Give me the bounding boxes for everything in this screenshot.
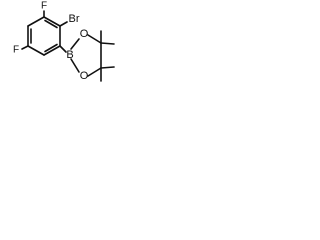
bond-ring-double-3 — [44, 43, 58, 53]
bond-ring-4 — [43, 45, 61, 56]
bond-ring-1 — [27, 16, 45, 27]
bond-ring-5 — [27, 45, 45, 56]
atom-b: B — [66, 49, 73, 61]
methyl-top-right — [100, 42, 115, 45]
bond-b-o-bottom — [70, 58, 80, 73]
atom-br: Br — [69, 13, 80, 25]
structure-svg: F Br F B O O — [13, 1, 115, 82]
bond-o-bottom-c-bottom — [87, 67, 102, 77]
bond-to-f-left — [21, 45, 29, 50]
bond-ring-2 — [43, 16, 61, 27]
atom-f-top: F — [41, 1, 47, 12]
methyl-bottom-right — [100, 66, 115, 69]
atom-f-left: F — [13, 45, 19, 56]
bond-ring-double-2 — [44, 19, 58, 29]
chemical-structure-diagram: F Br F B O O — [0, 0, 124, 111]
bond-o-top-c-top — [87, 34, 102, 44]
atom-o-bottom: O — [80, 70, 89, 82]
bond-b-o-top — [70, 38, 80, 50]
bond-to-br — [59, 21, 68, 27]
atom-o-top: O — [80, 28, 89, 40]
bond-to-b — [59, 45, 67, 53]
